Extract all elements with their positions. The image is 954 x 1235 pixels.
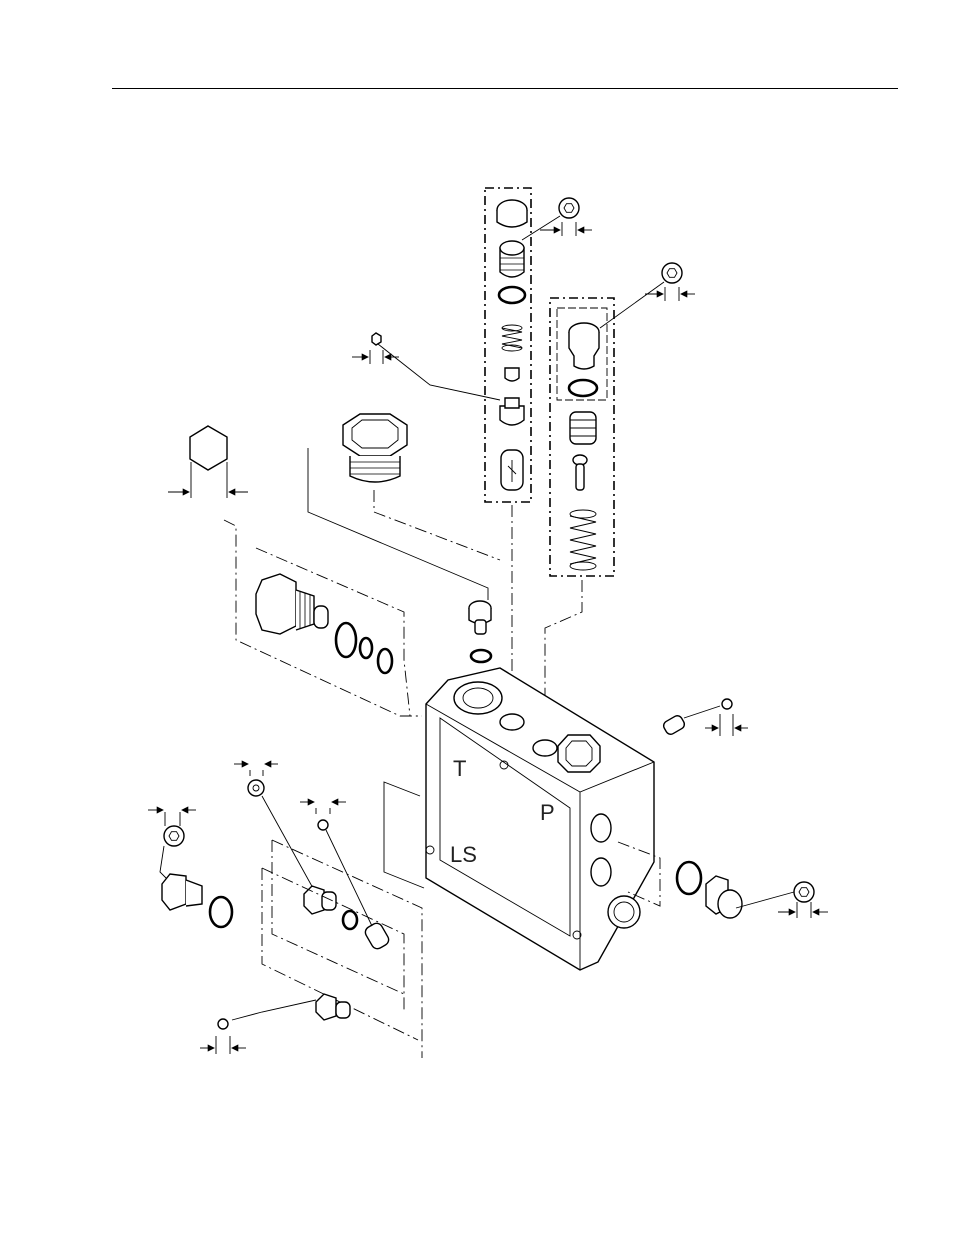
compensator-group bbox=[550, 298, 614, 576]
lower-left-fittings bbox=[148, 764, 422, 1058]
octagon-plug bbox=[308, 414, 500, 600]
relief-cartridge-group bbox=[485, 188, 531, 502]
port-label-pressure: P bbox=[540, 800, 555, 825]
hex-wrench-callout-right bbox=[600, 263, 695, 328]
left-relief-assembly bbox=[224, 520, 422, 716]
hex-wrench-callout-small bbox=[352, 333, 500, 400]
valve-body: T P LS bbox=[426, 668, 654, 970]
large-hex-callout bbox=[168, 426, 248, 498]
hex-wrench-callout-top bbox=[522, 198, 592, 240]
port-label-tank: T bbox=[453, 756, 466, 781]
check-plug bbox=[469, 601, 491, 662]
right-side-fittings bbox=[662, 699, 828, 918]
leader bbox=[384, 782, 424, 888]
port-label-load-sense: LS bbox=[450, 842, 477, 867]
